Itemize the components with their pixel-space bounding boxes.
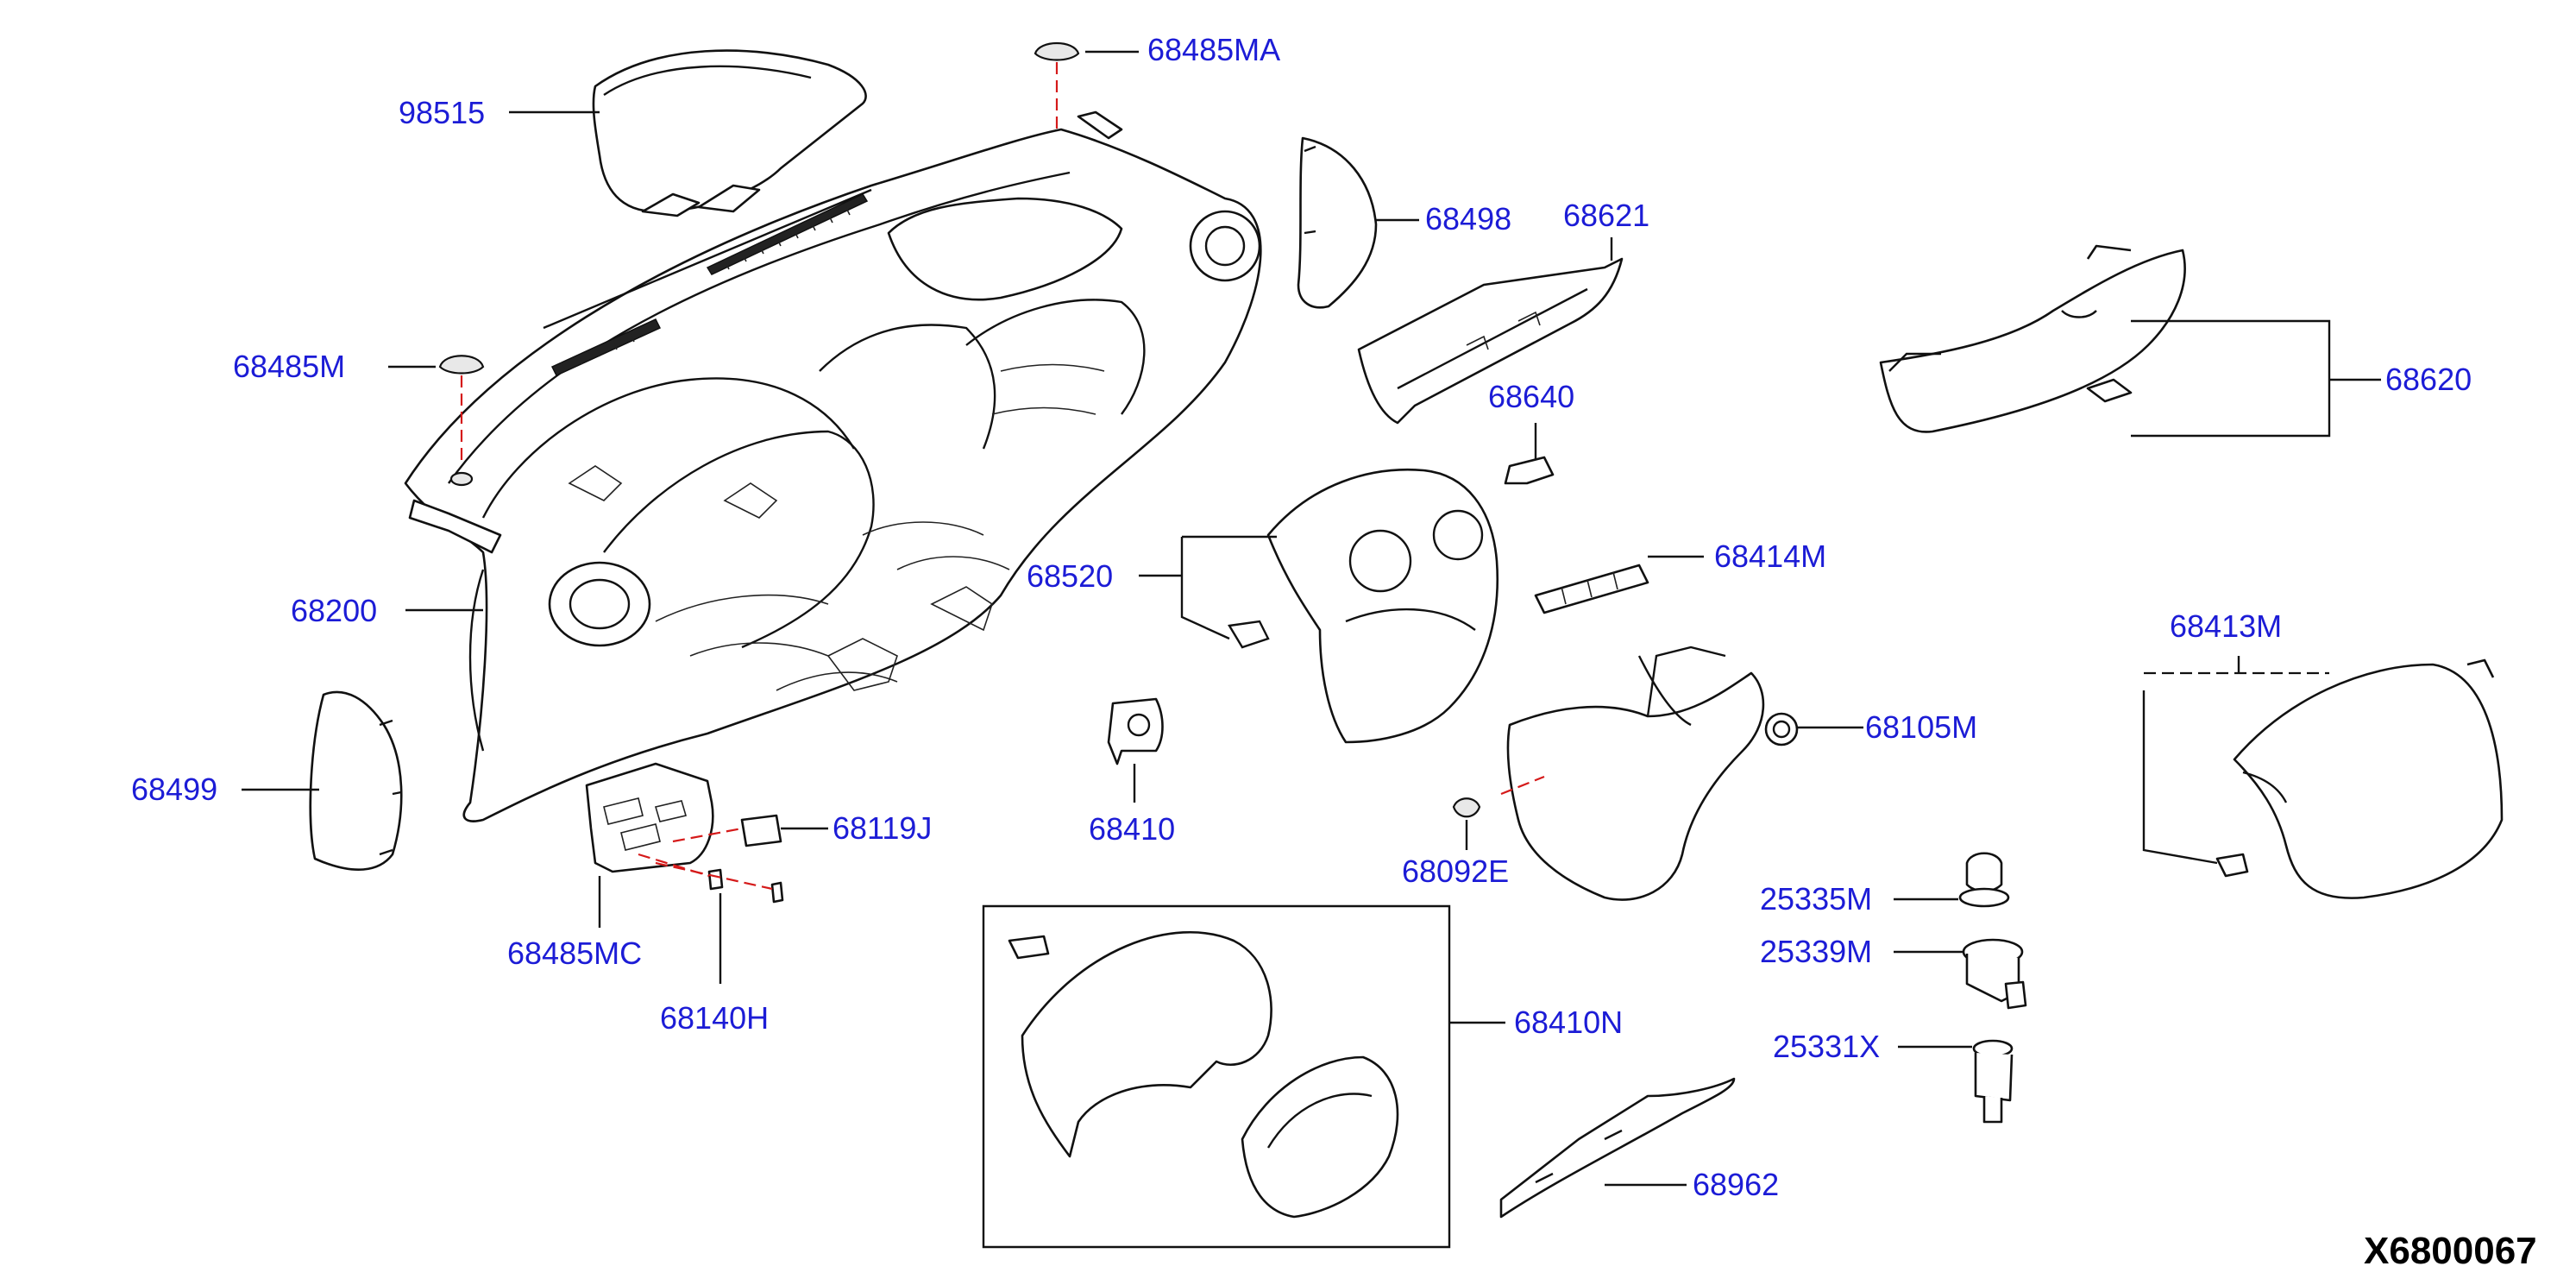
- instrument-panel-assembly: [404, 110, 1262, 822]
- part-label-68485MA[interactable]: 68485MA: [1147, 32, 1281, 67]
- part-label-68140H[interactable]: 68140H: [660, 1000, 770, 1036]
- part-label-68620[interactable]: 68620: [2385, 362, 2472, 397]
- end-cap-left: [309, 690, 403, 872]
- part-label-68119J[interactable]: 68119J: [832, 810, 933, 846]
- cluster-lid: [1228, 469, 1498, 744]
- bracket-68962: [1499, 1077, 1736, 1219]
- top-cover-part: [592, 49, 867, 217]
- part-label-98515[interactable]: 98515: [399, 95, 486, 130]
- part-label-68621[interactable]: 68621: [1563, 198, 1650, 233]
- part-label-68485MC[interactable]: 68485MC: [507, 935, 643, 971]
- bracket-68410: [1107, 697, 1164, 765]
- part-label-68485M[interactable]: 68485M: [233, 349, 346, 384]
- clip-68640: [1504, 456, 1555, 485]
- glove-box-lid: [1357, 257, 1624, 425]
- clip-68092E: [1452, 797, 1481, 818]
- part-label-68413M[interactable]: 68413M: [2170, 608, 2283, 644]
- socket-parts: [1958, 852, 2027, 1124]
- diagram-code: X6800067: [2364, 1230, 2537, 1272]
- part-label-68520[interactable]: 68520: [1027, 558, 1114, 594]
- leader-lines: [242, 50, 2381, 1187]
- part-label-68414M[interactable]: 68414M: [1714, 539, 1827, 574]
- part-label-25339M[interactable]: 25339M: [1760, 934, 1873, 969]
- part-label-68410N[interactable]: 68410N: [1514, 1005, 1624, 1040]
- knee-cover: [2215, 658, 2504, 899]
- part-label-68105M[interactable]: 68105M: [1865, 709, 1978, 745]
- part-label-68200[interactable]: 68200: [291, 593, 378, 628]
- end-cap-right: [1297, 136, 1378, 309]
- switch-housing: [585, 762, 784, 904]
- part-label-25335M[interactable]: 25335M: [1760, 881, 1873, 917]
- part-label-68640[interactable]: 68640: [1488, 379, 1575, 414]
- lower-cover: [1500, 646, 1799, 901]
- clip-68485MA: [1034, 42, 1080, 129]
- glove-box: [1879, 244, 2186, 433]
- part-label-25331X[interactable]: 25331X: [1773, 1029, 1881, 1064]
- part-label-68410[interactable]: 68410: [1089, 811, 1176, 847]
- part-label-68498[interactable]: 68498: [1425, 201, 1512, 236]
- cluster-box: [982, 904, 1451, 1249]
- part-label-68092E[interactable]: 68092E: [1402, 854, 1510, 889]
- ornament-strip: [1534, 564, 1649, 614]
- part-label-68962[interactable]: 68962: [1693, 1167, 1780, 1202]
- clip-68485M: [438, 355, 485, 487]
- part-label-68499[interactable]: 68499: [131, 772, 218, 807]
